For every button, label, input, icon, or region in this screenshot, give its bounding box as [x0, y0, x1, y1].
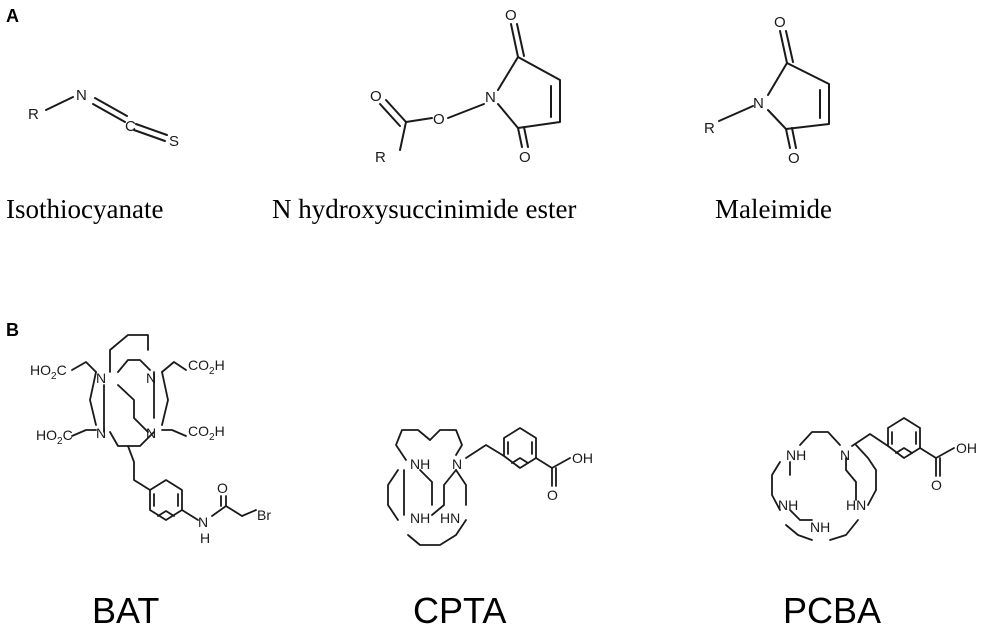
nhs-ester-structure: O N O O O R [370, 7, 561, 166]
pcba-oh-label: OH [956, 440, 977, 456]
bat-n1-label: N [96, 370, 106, 386]
maleimide-o-bottom-label: O [788, 150, 800, 167]
cpta-n-label: N [452, 456, 462, 472]
isothiocyanate-r-label: R [28, 106, 39, 123]
nhs-ester-name: N hydroxysuccinimide ester [272, 194, 576, 224]
bat-br-label: Br [257, 507, 271, 523]
maleimide-n-label: N [753, 95, 764, 112]
bat-name: BAT [92, 590, 159, 630]
isothiocyanate-s-label: S [169, 133, 179, 150]
pcba-name: PCBA [783, 590, 881, 630]
cpta-name: CPTA [413, 590, 506, 630]
pcba-structure: NH N NH HN NH O OH [771, 417, 977, 541]
nhs-o-ester-label: O [433, 111, 445, 128]
isothiocyanate-name: Isothiocyanate [6, 194, 163, 224]
pcba-nh2-label: NH [778, 497, 798, 513]
maleimide-o-top-label: O [774, 14, 786, 31]
nhs-o-top-label: O [505, 7, 517, 24]
panel-label-a: A [6, 6, 19, 26]
pcba-nh1-label: NH [786, 447, 806, 463]
maleimide-structure: O N O R [704, 14, 830, 167]
pcba-nh3-label: NH [810, 519, 830, 535]
bat-n2-label: N [146, 370, 156, 386]
bat-co2h-bottom-label: CO2H [188, 423, 225, 443]
bat-ho2c-top-label: HO2C [30, 362, 67, 382]
pcba-hn-label: HN [846, 497, 866, 513]
cpta-hn-label: HN [440, 510, 460, 526]
bat-ho2c-bottom-label: HO2C [36, 427, 73, 447]
bat-h-amide-label: H [200, 530, 210, 546]
bat-n4-label: N [146, 425, 156, 441]
nhs-n-label: N [485, 89, 496, 106]
nhs-o-carbonyl-label: O [370, 88, 382, 105]
bat-co2h-top-label: CO2H [188, 357, 225, 377]
bat-n3-label: N [96, 425, 106, 441]
bat-structure: N N N N HO2C CO2H HO2C CO2H N H O Br [30, 334, 271, 546]
nhs-o-bottom-label: O [519, 149, 531, 166]
bat-o-label: O [217, 480, 228, 496]
pcba-n-label: N [840, 447, 850, 463]
nhs-r-label: R [375, 149, 386, 166]
isothiocyanate-structure: R N C S [28, 87, 179, 150]
cpta-oh-label: OH [572, 450, 593, 466]
isothiocyanate-c-label: C [125, 118, 136, 135]
pcba-o-label: O [931, 477, 942, 493]
maleimide-r-label: R [704, 120, 715, 137]
cpta-structure: NH N NH HN O OH [387, 427, 593, 546]
panel-label-b: B [6, 320, 19, 340]
cpta-nh1-label: NH [410, 456, 430, 472]
maleimide-name: Maleimide [715, 194, 832, 224]
isothiocyanate-n-label: N [76, 87, 87, 104]
bat-n-amide-label: N [198, 514, 208, 530]
cpta-o-label: O [547, 487, 558, 503]
cpta-nh2-label: NH [410, 510, 430, 526]
